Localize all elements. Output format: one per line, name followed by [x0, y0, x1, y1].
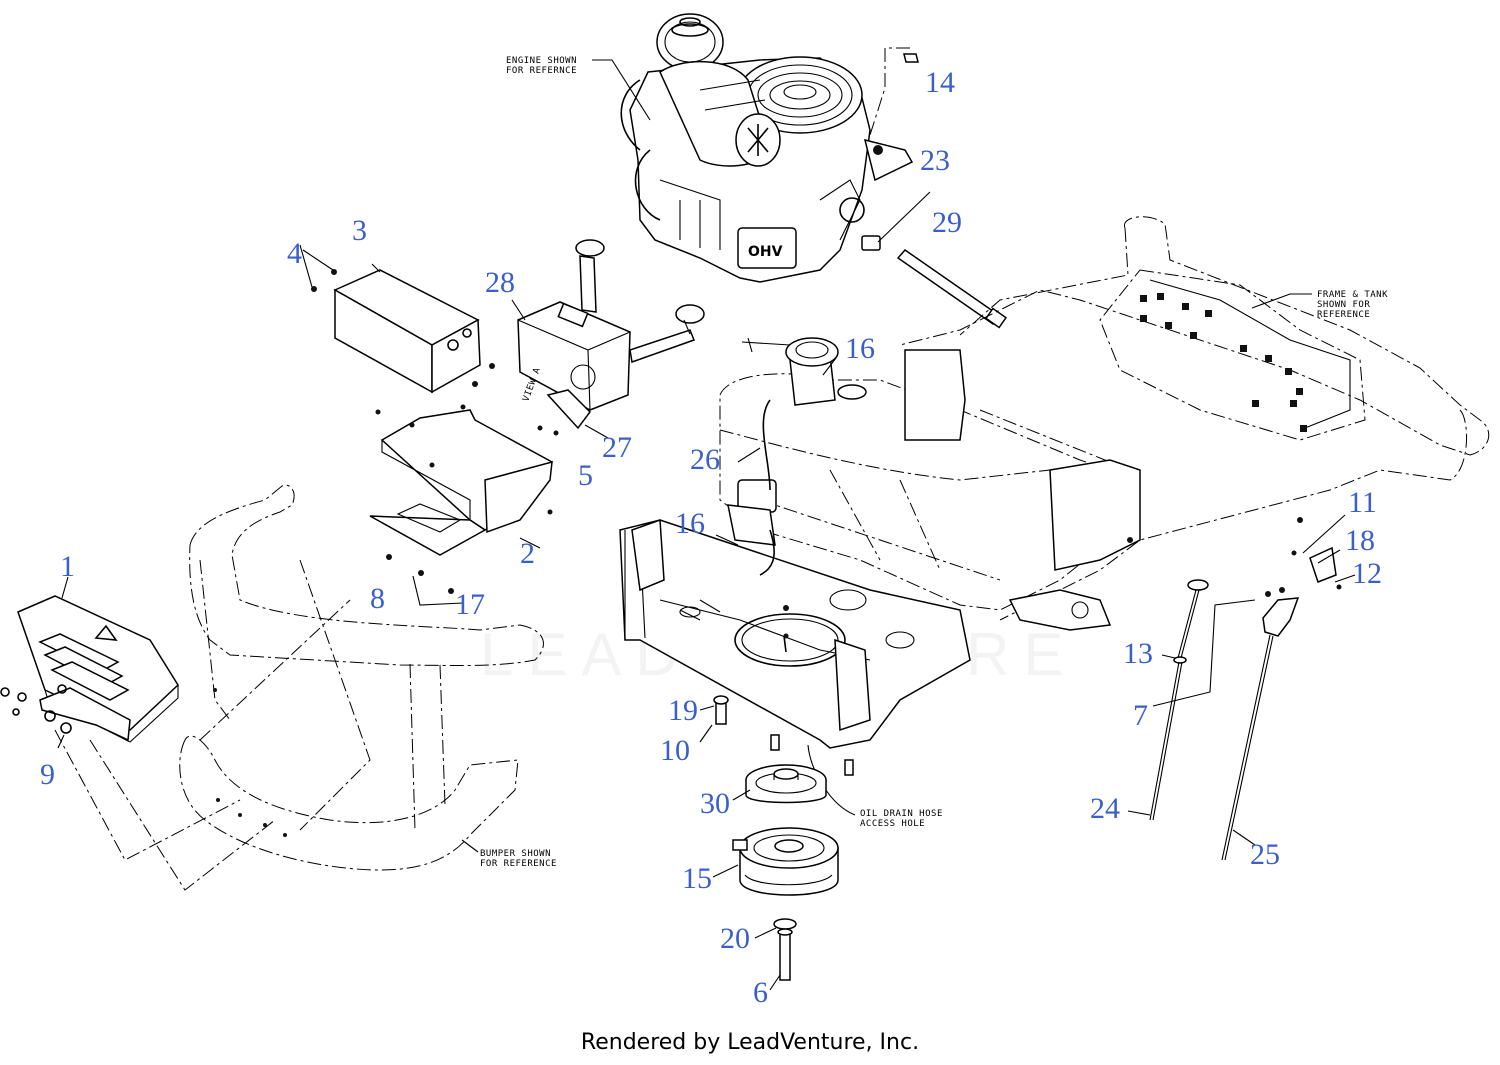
part-label-20: 20	[720, 922, 750, 955]
engine-note-line2: FOR REFERNCE	[506, 66, 577, 76]
part-label-28: 28	[485, 266, 515, 299]
part-label-7: 7	[1133, 699, 1148, 732]
part-label-12: 12	[1352, 557, 1382, 590]
rendered-by-credit: Rendered by LeadVenture, Inc.	[580, 1030, 920, 1055]
part-label-19: 19	[668, 694, 698, 727]
engine-badge-text: OHV	[748, 244, 783, 260]
part-2-bracket-drawing	[369, 404, 559, 594]
oil-note-line1: OIL DRAIN HOSE	[860, 809, 943, 819]
bumper-drawing	[179, 484, 544, 871]
part-3-cover-drawing	[311, 263, 495, 394]
part-label-29: 29	[932, 206, 962, 239]
part-label-30: 30	[700, 787, 730, 820]
part-label-9: 9	[40, 758, 55, 791]
part-label-15: 15	[682, 862, 712, 895]
part-1-step-plate-drawing	[0, 595, 179, 743]
bumper-note-line2: FOR REFERENCE	[480, 859, 557, 869]
part-label-25: 25	[1250, 838, 1280, 871]
engine-note-line1: ENGINE SHOWN	[506, 56, 577, 66]
engine-drawing: OHV	[620, 13, 914, 283]
part-label-6: 6	[753, 976, 768, 1009]
part-label-11: 11	[1348, 486, 1377, 519]
part-28-muffler-drawing	[517, 239, 705, 430]
part-label-1: 1	[60, 550, 75, 583]
part-label-16-tank: 16	[845, 332, 875, 365]
frame-note-line1: FRAME & TANK	[1317, 290, 1388, 300]
part-label-13: 13	[1123, 637, 1153, 670]
part-label-16-wiring: 16	[675, 507, 705, 540]
part-label-2: 2	[520, 537, 535, 570]
part-label-5: 5	[578, 459, 593, 492]
part-label-3: 3	[352, 214, 367, 247]
oil-note-line2: ACCESS HOLE	[860, 819, 925, 829]
pulley-clutch-drawing	[732, 764, 839, 981]
bumper-note-line1: BUMPER SHOWN	[480, 849, 551, 859]
part-label-18: 18	[1345, 524, 1375, 557]
part-label-4: 4	[287, 237, 302, 270]
part-label-23: 23	[920, 144, 950, 177]
part-label-27: 27	[602, 431, 632, 464]
part-label-8: 8	[370, 582, 385, 615]
part-label-17: 17	[455, 588, 485, 621]
frame-note-line2: SHOWN FOR	[1317, 300, 1370, 310]
part-label-10: 10	[660, 734, 690, 767]
frame-note-line3: REFERENCE	[1317, 310, 1370, 320]
part-labels: 1 2 3 4 5 6 7 8 9 10 11 12 13 14 15 16 1…	[40, 66, 1382, 1009]
part-label-14: 14	[925, 66, 955, 99]
part-label-26: 26	[690, 443, 720, 476]
frame-tank-drawing	[619, 216, 1490, 749]
rod-linkage-drawing	[1149, 546, 1342, 861]
part-label-24: 24	[1090, 792, 1120, 825]
